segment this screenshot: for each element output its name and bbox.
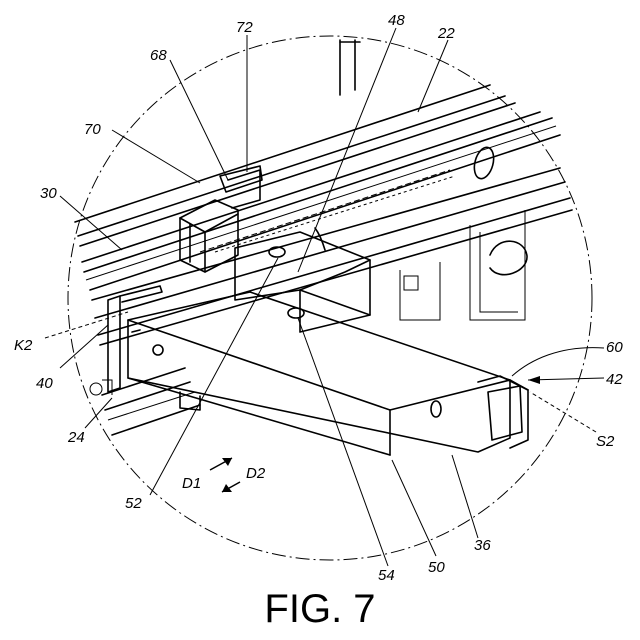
label-D1: D1 <box>182 475 201 492</box>
leader-lines <box>45 28 604 566</box>
cantilever-arm <box>128 292 528 455</box>
label-70: 70 <box>84 121 101 138</box>
label-50: 50 <box>428 559 445 576</box>
bracket-40 <box>108 286 162 392</box>
figure-caption: FIG. 7 <box>264 587 375 631</box>
label-30: 30 <box>40 185 57 202</box>
label-24: 24 <box>67 429 85 446</box>
upright-frame <box>340 40 527 320</box>
label-22: 22 <box>437 25 455 42</box>
reference-labels: 72 48 22 68 70 30 K2 40 24 52 D1 D2 54 5… <box>14 12 623 584</box>
direction-arrows <box>210 458 240 492</box>
upper-rail <box>75 85 560 290</box>
label-68: 68 <box>150 47 167 64</box>
label-54: 54 <box>378 567 395 584</box>
label-60: 60 <box>606 339 623 356</box>
label-36: 36 <box>474 537 491 554</box>
label-52: 52 <box>125 495 142 512</box>
label-K2: K2 <box>14 337 33 354</box>
label-42: 42 <box>606 371 623 388</box>
label-48: 48 <box>388 12 405 29</box>
detail-circle <box>68 36 592 560</box>
label-S2: S2 <box>596 433 615 450</box>
label-D2: D2 <box>246 465 266 482</box>
label-72: 72 <box>236 19 253 36</box>
label-40: 40 <box>36 375 53 392</box>
